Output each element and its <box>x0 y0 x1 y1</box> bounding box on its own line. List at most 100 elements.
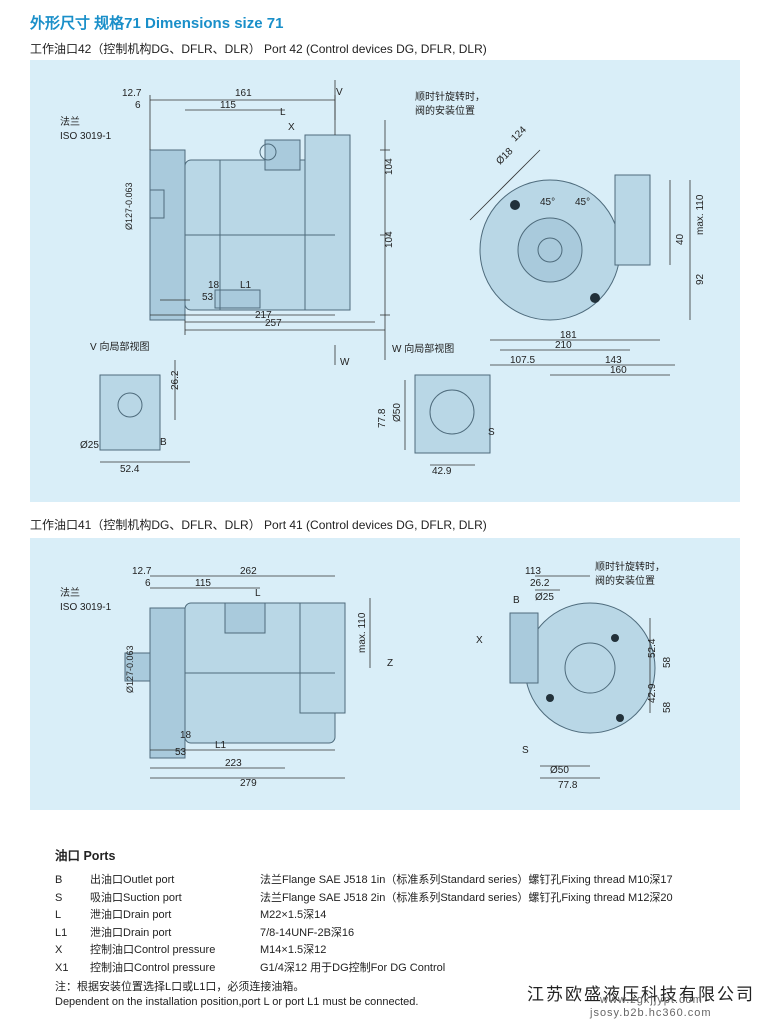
control-valve <box>304 134 351 311</box>
dim-217: 217 <box>255 310 272 321</box>
dim-26-2-bottom: 26.2 <box>530 578 550 589</box>
dim-dia18: Ø18 <box>494 146 515 167</box>
port-name: 吸油口Suction port <box>90 891 182 904</box>
iso-label: ISO 3019-1 <box>60 131 112 142</box>
label-b-bottom: B <box>513 595 520 606</box>
dim-dia127: Ø127-0.063 <box>124 182 134 230</box>
dim-18: 18 <box>208 280 220 291</box>
ports-heading: 油口 Ports <box>55 849 116 863</box>
rotation-note-1: 顺时针旋转时， <box>415 90 485 103</box>
dim-107-5: 107.5 <box>510 355 535 366</box>
port-code: L <box>55 909 62 921</box>
dim-6-bottom: 6 <box>145 578 151 589</box>
dim-223: 223 <box>225 758 242 769</box>
dim-6: 6 <box>135 100 141 111</box>
port-name: 泄油口Drain port <box>90 926 172 939</box>
ports-table: 油口 Ports B 出油口Outlet port 法兰Flange SAE J… <box>55 845 745 977</box>
drawing-panel-port-42: 法兰 ISO 3019-1 12.7 6 161 115 L X V 104 1… <box>30 60 740 502</box>
port-code: X <box>55 944 63 956</box>
control-valve-bottom <box>299 602 346 714</box>
note-en: Dependent on the installation position,p… <box>55 996 419 1008</box>
dim-dia127-bottom: Ø127-0.063 <box>125 645 135 693</box>
dim-max110: max. 110 <box>695 194 706 235</box>
front-view-valve-bottom <box>509 612 539 684</box>
port-code: S <box>55 891 63 904</box>
dim-161: 161 <box>235 88 252 99</box>
dim-115-bottom: 115 <box>195 578 211 589</box>
note-cn: 注：根据安装位置选择L口或L1口，必须连接油箱。 <box>55 981 305 993</box>
dim-dia50-bottom: Ø50 <box>550 765 569 776</box>
view-v-52-4: 52.4 <box>120 464 140 475</box>
dim-45b: 45° <box>575 197 590 208</box>
dim-12-7-bottom: 12.7 <box>132 566 152 577</box>
port-spec: M22×1.5深14 <box>260 909 327 921</box>
rotation-note-2-bottom: 阀的安装位置 <box>595 574 655 587</box>
view-v-dia25: Ø25 <box>80 440 99 451</box>
dim-124: 124 <box>509 124 529 144</box>
table-row: X1 控制油口Control pressure G1/4深12 用于DG控制Fo… <box>55 960 745 978</box>
port-code: X1 <box>55 961 69 974</box>
label-s-bottom: S <box>522 745 529 756</box>
subtitle-port-41: 工作油口41（控制机构DG、DFLR、DLR） Port 41 (Control… <box>30 518 487 532</box>
dim-257: 257 <box>265 318 282 329</box>
drawing-panel-port-41: 法兰 ISO 3019-1 12.7 6 262 115 L max. 110 … <box>30 538 740 810</box>
watermark-url-2: jsosy.b2b.hc360.com <box>590 1007 712 1019</box>
dim-max110-bottom: max. 110 <box>357 612 368 653</box>
dim-92: 92 <box>695 273 706 285</box>
dim-210: 210 <box>555 340 572 351</box>
dim-52-4-bottom: 52.4 <box>647 638 658 658</box>
view-w-label: W 向局部视图 <box>392 342 454 355</box>
dim-181: 181 <box>560 330 577 341</box>
port-code: L1 <box>55 926 68 939</box>
dim-dia25-bottom: Ø25 <box>535 592 554 603</box>
flange-label: 法兰 <box>60 115 80 128</box>
view-v-b: B <box>160 437 167 448</box>
dim-42-9-bottom: 42.9 <box>647 683 658 703</box>
dim-160: 160 <box>610 365 627 376</box>
dim-18-bottom: 18 <box>180 730 192 741</box>
flange-plate-bottom <box>149 607 186 759</box>
table-row: B 出油口Outlet port 法兰Flange SAE J518 1in（标… <box>55 872 745 890</box>
dim-40: 40 <box>675 233 686 245</box>
label-w: W <box>340 357 350 368</box>
flange-plate <box>149 149 186 321</box>
drive-shaft <box>149 189 165 219</box>
port-spec: G1/4深12 用于DG控制For DG Control <box>260 961 446 974</box>
table-row: S 吸油口Suction port 法兰Flange SAE J518 2in（… <box>55 890 745 908</box>
dim-58a: 58 <box>662 656 673 668</box>
label-l1: L1 <box>240 280 252 291</box>
iso-label-bottom: ISO 3019-1 <box>60 602 112 613</box>
front-view-housing-bottom <box>524 602 656 734</box>
rotation-note-2: 阀的安装位置 <box>415 104 475 117</box>
dim-104b: 104 <box>384 231 395 248</box>
dim-113: 113 <box>525 566 541 577</box>
view-w-dia50: Ø50 <box>392 403 403 422</box>
table-row: X 控制油口Control pressure M14×1.5深12 <box>55 942 745 960</box>
table-row: L1 泄油口Drain port 7/8-14UNF-2B深16 <box>55 925 745 943</box>
label-l: L <box>280 107 286 118</box>
label-z: Z <box>387 658 393 669</box>
view-w-77-8: 77.8 <box>377 408 388 428</box>
port-spec: M14×1.5深12 <box>260 944 327 956</box>
view-w-42-9: 42.9 <box>432 466 452 477</box>
drawing-port-41: 法兰 ISO 3019-1 12.7 6 262 115 L max. 110 … <box>60 560 673 791</box>
port-spec: 7/8-14UNF-2B深16 <box>260 926 355 939</box>
port-spec: 法兰Flange SAE J518 2in（标准系列Standard serie… <box>260 891 673 904</box>
label-l-bottom: L <box>255 588 261 599</box>
flange-label-bottom: 法兰 <box>60 586 80 599</box>
label-l1-bottom: L1 <box>215 740 227 751</box>
label-x-bottom: X <box>476 635 483 646</box>
dim-58b: 58 <box>662 701 673 713</box>
dim-115: 115 <box>220 100 236 111</box>
dim-104a: 104 <box>384 158 395 175</box>
dim-77-8-bottom: 77.8 <box>558 780 578 791</box>
dim-12-7: 12.7 <box>122 88 142 99</box>
view-v-26-2: 26.2 <box>170 370 181 390</box>
subtitle-port-42: 工作油口42（控制机构DG、DFLR、DLR） Port 42 (Control… <box>30 42 487 56</box>
label-x: X <box>288 122 295 133</box>
view-w-s: S <box>488 427 495 438</box>
table-row: L 泄油口Drain port M22×1.5深14 <box>55 907 745 925</box>
label-v: V <box>336 87 343 98</box>
port-name: 控制油口Control pressure <box>90 944 216 956</box>
port-name: 出油口Outlet port <box>90 874 175 886</box>
